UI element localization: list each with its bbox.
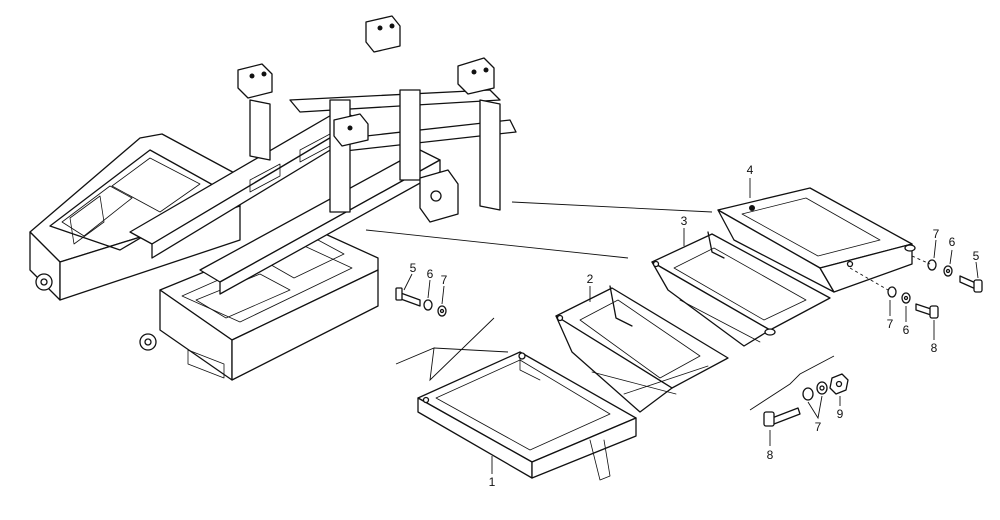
callout-7-right: 7: [933, 227, 940, 241]
main-frame: [29, 15, 517, 381]
callout-9: 9: [837, 407, 844, 421]
callout-5-left: 5: [410, 261, 417, 275]
part-3-guard: [651, 231, 831, 347]
part-1-guard-pan: [417, 351, 637, 481]
leader-lines: [365, 178, 979, 474]
part-4-cover: [717, 187, 916, 293]
callout-6-middle: 6: [903, 323, 910, 337]
callout-7-middle: 7: [887, 317, 894, 331]
callout-3: 3: [681, 214, 688, 228]
callout-6-left: 6: [427, 267, 434, 281]
callout-2: 2: [587, 272, 594, 286]
hardware-bottom-bolt-set: [763, 373, 849, 427]
callout-7-left: 7: [441, 273, 448, 287]
hardware-left-bolt-set: [395, 287, 447, 317]
callout-1: 1: [489, 475, 496, 489]
frame-beams: [129, 89, 517, 295]
hardware-right-bolt-set: [911, 255, 983, 293]
callout-4: 4: [747, 163, 754, 177]
callout-8-middle: 8: [931, 341, 938, 355]
front-counterweight: [139, 227, 379, 381]
callout-8-bottom: 8: [767, 448, 774, 462]
callout-6-right: 6: [949, 235, 956, 249]
cross-members: [249, 89, 501, 213]
mounting-brackets: [237, 15, 495, 223]
part-2-guard: [555, 285, 729, 413]
callout-labels: 1 2 3 4 5 6 7 7 6 5 7 6 8 8 7 9: [410, 163, 980, 489]
callout-5-right: 5: [973, 249, 980, 263]
callout-7-bottom: 7: [815, 420, 822, 434]
hardware-middle-bolt-set: [849, 267, 939, 319]
